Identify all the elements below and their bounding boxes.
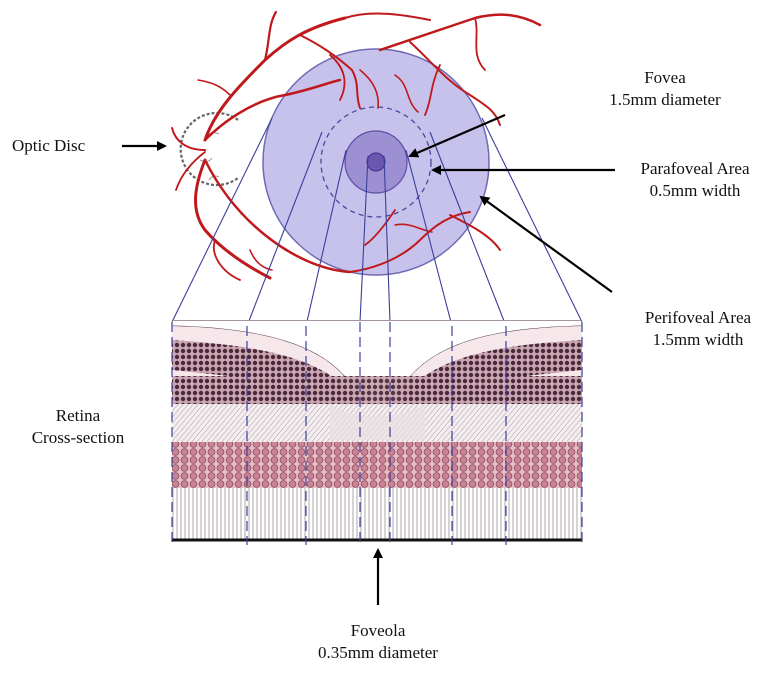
retina-cross-section (172, 320, 582, 542)
perifoveal-label: Perifoveal Area 1.5mm width (618, 307, 778, 351)
fovea-label: Fovea 1.5mm diameter (570, 67, 760, 111)
foveola-title: Foveola (290, 620, 466, 642)
fovea-size: 1.5mm diameter (570, 89, 760, 111)
parafoveal-size: 0.5mm width (620, 180, 770, 202)
parafoveal-title: Parafoveal Area (620, 158, 770, 180)
retina-line1: Retina (8, 405, 148, 427)
perifoveal-title: Perifoveal Area (618, 307, 778, 329)
foveola-label: Foveola 0.35mm diameter (290, 620, 466, 664)
parafoveal-label: Parafoveal Area 0.5mm width (620, 158, 770, 202)
perifoveal-arrow (481, 197, 612, 292)
optic-disc-label: Optic Disc (12, 135, 85, 157)
retina-line2: Cross-section (8, 427, 148, 449)
foveola-size: 0.35mm diameter (290, 642, 466, 664)
fovea-title: Fovea (570, 67, 760, 89)
optic-disc (181, 113, 238, 185)
perifoveal-size: 1.5mm width (618, 329, 778, 351)
retina-label: Retina Cross-section (8, 405, 148, 449)
foveola (367, 153, 385, 171)
